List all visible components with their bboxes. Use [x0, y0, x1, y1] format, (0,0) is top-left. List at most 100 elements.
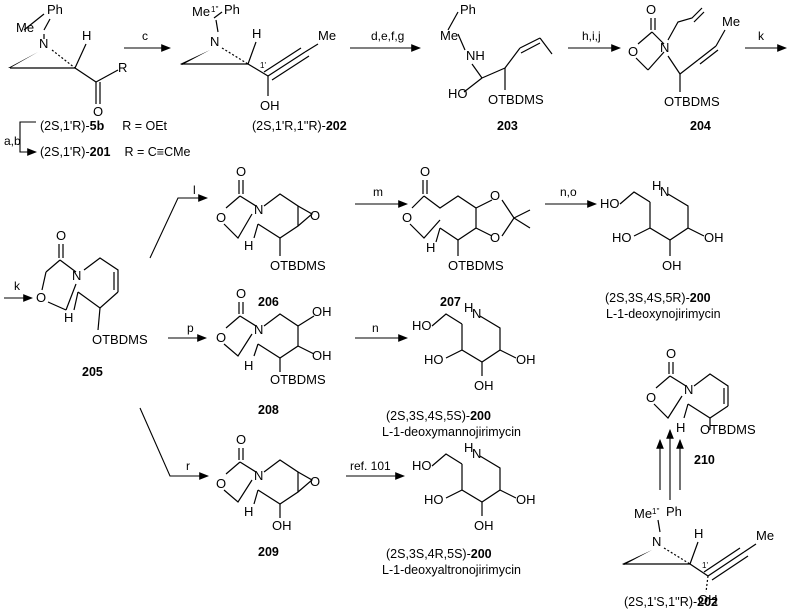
compound-label-202a: (2S,1'R,1''R)-202: [252, 119, 347, 133]
reagent-ab: a,b: [4, 134, 21, 148]
atom-label: NH: [466, 48, 485, 63]
reagent-defg: d,e,f,g: [371, 29, 404, 43]
atom-label: N: [652, 534, 661, 549]
compound-name-200a: L-1-deoxynojirimycin: [606, 307, 721, 321]
compound-label-200b: (2S,3S,4S,5S)-200: [386, 409, 491, 423]
atom-label: H: [64, 310, 73, 325]
reagent-k-1: k: [758, 29, 765, 43]
atom-label: O: [628, 44, 638, 59]
atom-label: OTBDMS: [448, 258, 504, 273]
atom-label: R: [118, 60, 127, 75]
atom-label: O: [420, 164, 430, 179]
atom-label: N: [472, 446, 481, 461]
atom-label: HO: [412, 318, 432, 333]
atom-label: OH: [474, 378, 494, 393]
atom-label: OH: [698, 592, 718, 607]
stereo-label: 1': [702, 561, 708, 570]
atom-label: N: [210, 34, 219, 49]
arrow-l: [149, 194, 209, 259]
reagent-hij: h,i,j: [582, 29, 601, 43]
atom-label: OH: [516, 352, 536, 367]
structure-200a: HO N H HO OH OH: [600, 178, 724, 273]
atom-label: Me: [440, 28, 458, 43]
atom-label: N: [254, 322, 263, 337]
reagent-c: c: [142, 29, 148, 43]
structure-200b: HO N H HO OH OH: [412, 300, 536, 393]
compound-label-202b: (2S,1'S,1''R)-202: [624, 595, 718, 609]
atom-label: Me: [192, 4, 210, 19]
structure-202-1S: Ph 1'' Me N H 1' OH Me: [622, 504, 774, 607]
reagent-r: r: [186, 459, 190, 473]
structure-208: O O N OH OH H OTBDMS: [216, 286, 332, 387]
atom-label: H: [464, 300, 473, 315]
atom-label: O: [310, 474, 320, 489]
atom-label: O: [216, 330, 226, 345]
atom-label: OTBDMS: [270, 372, 326, 387]
structure-202-1R: Ph 1'' Me N H 1' OH Me: [180, 2, 336, 113]
atom-label: N: [660, 40, 669, 55]
atom-label: O: [236, 164, 246, 179]
structure-209: O O N O H OH: [216, 432, 320, 533]
atom-label: Ph: [47, 2, 63, 17]
reagent-no: n,o: [560, 185, 577, 199]
atom-label: OH: [260, 98, 280, 113]
atom-label: OH: [312, 348, 332, 363]
atom-label: OH: [312, 304, 332, 319]
atom-label: H: [676, 420, 685, 435]
atom-label: O: [216, 210, 226, 225]
atom-label: H: [244, 238, 253, 253]
atom-label: Ph: [224, 2, 240, 17]
atom-label: H: [252, 26, 261, 41]
atom-label: HO: [424, 492, 444, 507]
atom-label: Me: [722, 14, 740, 29]
atom-label: H: [652, 178, 661, 193]
atom-label: O: [56, 228, 66, 243]
arrow-ab: [19, 121, 38, 156]
atom-label: Me: [16, 20, 34, 35]
atom-label: H: [426, 240, 435, 255]
atom-label: OH: [474, 518, 494, 533]
atom-label: Me: [318, 28, 336, 43]
atom-label: OH: [662, 258, 682, 273]
structure-203: Ph Me NH HO OTBDMS: [440, 2, 553, 107]
compound-label-200a: (2S,3S,4S,5R)-200: [605, 291, 711, 305]
atom-label: O: [646, 2, 656, 17]
reagent-ref: ref. 101: [350, 459, 391, 473]
atom-label: O: [93, 104, 103, 119]
structure-5b-201: Ph Me N H O R: [8, 2, 127, 119]
structure-205: O O N H OTBDMS: [36, 228, 148, 347]
reagent-k-2: k: [14, 279, 21, 293]
atom-label: O: [490, 188, 500, 203]
structure-207: O O O O H OTBDMS: [402, 164, 531, 273]
compound-name-200b: L-1-deoxymannojirimycin: [382, 425, 521, 439]
atom-label: Ph: [666, 504, 682, 519]
atom-label: OH: [704, 230, 724, 245]
atom-label: OTBDMS: [92, 332, 148, 347]
arrow-r: [139, 407, 210, 480]
atom-label: N: [72, 268, 81, 283]
reagent-p: p: [187, 321, 194, 335]
atom-label: HO: [412, 458, 432, 473]
atom-label: N: [660, 184, 669, 199]
stereo-label: 1'': [652, 507, 660, 516]
compound-label-210: 210: [694, 453, 715, 467]
atom-label: OTBDMS: [270, 258, 326, 273]
compound-label-200c: (2S,3S,4R,5S)-200: [386, 547, 492, 561]
atom-label: HO: [600, 196, 620, 211]
structure-200c: HO N H HO OH OH: [412, 440, 536, 533]
atom-label: HO: [448, 86, 468, 101]
atom-label: OTBDMS: [700, 422, 756, 437]
atom-label: H: [464, 440, 473, 455]
atom-label: N: [39, 36, 48, 51]
atom-label: OTBDMS: [488, 92, 544, 107]
atom-label: O: [402, 210, 412, 225]
reagent-n: n: [372, 321, 379, 335]
atom-label: N: [684, 382, 693, 397]
atom-label: O: [666, 346, 676, 361]
compound-label-209: 209: [258, 545, 279, 559]
compound-label-205: 205: [82, 365, 103, 379]
structure-206: O O N O H OTBDMS: [216, 164, 326, 273]
